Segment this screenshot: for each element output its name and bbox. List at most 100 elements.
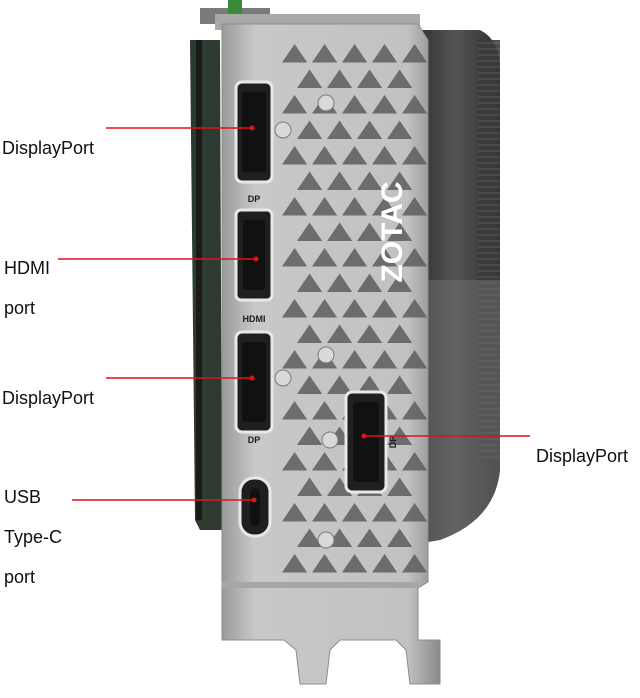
vent-cutout bbox=[297, 273, 323, 292]
vent-cutout bbox=[327, 171, 353, 190]
callout-hdmi-port: HDMI port bbox=[4, 258, 50, 318]
vent-cutout bbox=[282, 197, 308, 216]
vent-cutout bbox=[402, 452, 428, 471]
callout-displayport-2: DisplayPort bbox=[2, 388, 95, 408]
vent-cutout bbox=[372, 44, 398, 63]
vent-cutout bbox=[327, 120, 353, 139]
vent-cutout bbox=[402, 197, 428, 216]
vent-cutout bbox=[342, 554, 368, 573]
vent-cutout bbox=[327, 273, 353, 292]
vent-cutout bbox=[282, 248, 308, 267]
leader-lines bbox=[58, 125, 530, 503]
port-usb-type-c bbox=[238, 476, 272, 538]
vent-cutout bbox=[327, 477, 353, 496]
stamp-dp-1: DP bbox=[248, 194, 261, 204]
vent-cutout bbox=[342, 44, 368, 63]
vent-cutout bbox=[402, 401, 428, 420]
vent-cutout bbox=[357, 528, 383, 547]
vent-cutout bbox=[282, 503, 308, 522]
vent-cutout bbox=[387, 477, 413, 496]
vent-cutout bbox=[297, 375, 323, 394]
vent-cutout bbox=[357, 324, 383, 343]
vent-cutout bbox=[282, 299, 308, 318]
vent-cutout bbox=[342, 146, 368, 165]
vent-cutout bbox=[372, 554, 398, 573]
vent-cutout bbox=[297, 324, 323, 343]
vent-cutout bbox=[312, 44, 338, 63]
vent-cutout bbox=[357, 222, 383, 241]
vent-cutout bbox=[282, 146, 308, 165]
vent-cutout bbox=[402, 554, 428, 573]
vent-cutout bbox=[402, 146, 428, 165]
vent-cutout bbox=[372, 299, 398, 318]
vent-cutout bbox=[282, 452, 308, 471]
vent-cutout bbox=[297, 120, 323, 139]
port-displayport-1 bbox=[234, 80, 274, 184]
vent-cutout bbox=[387, 120, 413, 139]
vent-cutout bbox=[297, 222, 323, 241]
stamp-dp-3: DP bbox=[388, 436, 398, 449]
vent-cutout bbox=[357, 171, 383, 190]
brand-logo-text: ZOTAC bbox=[376, 181, 409, 282]
vent-cutout bbox=[357, 120, 383, 139]
callout-displayport-1: DisplayPort bbox=[2, 138, 95, 158]
vent-cutout bbox=[387, 324, 413, 343]
vent-cutout bbox=[372, 146, 398, 165]
vent-cutout bbox=[282, 44, 308, 63]
vent-cutout bbox=[312, 197, 338, 216]
vent-cutout bbox=[327, 375, 353, 394]
vent-cutout bbox=[387, 222, 413, 241]
vent-cutout bbox=[372, 248, 398, 267]
vent-cutout bbox=[342, 503, 368, 522]
vent-cutout bbox=[327, 222, 353, 241]
vent-cutout bbox=[342, 197, 368, 216]
vent-cutout bbox=[402, 350, 428, 369]
heatsink-shroud bbox=[410, 30, 500, 545]
vent-cutout bbox=[312, 401, 338, 420]
vent-cutout bbox=[402, 44, 428, 63]
vent-cutout bbox=[357, 273, 383, 292]
port-displayport-3 bbox=[344, 390, 388, 494]
vent-cutout bbox=[387, 273, 413, 292]
vent-cutout bbox=[402, 503, 428, 522]
vent-cutout bbox=[387, 375, 413, 394]
vent-cutout bbox=[282, 401, 308, 420]
vent-cutout bbox=[372, 197, 398, 216]
vent-cutout bbox=[402, 95, 428, 114]
vent-cutout bbox=[357, 69, 383, 88]
vent-cutout bbox=[297, 528, 323, 547]
vent-cutout bbox=[282, 95, 308, 114]
screw-holes bbox=[274, 94, 339, 549]
vent-cutout bbox=[342, 299, 368, 318]
vent-cutout bbox=[312, 554, 338, 573]
port-hdmi bbox=[234, 208, 274, 302]
vent-cutout bbox=[357, 375, 383, 394]
vent-cutout bbox=[402, 299, 428, 318]
vent-cutout bbox=[327, 69, 353, 88]
vent-cutout bbox=[372, 95, 398, 114]
vent-cutout bbox=[402, 248, 428, 267]
vent-cutout bbox=[282, 554, 308, 573]
stamp-hdmi: HDMI bbox=[243, 314, 266, 324]
vent-cutout bbox=[327, 324, 353, 343]
stamp-dp-2: DP bbox=[248, 435, 261, 445]
vent-cutout bbox=[342, 95, 368, 114]
vent-cutout bbox=[297, 171, 323, 190]
vent-cutout bbox=[312, 248, 338, 267]
vent-cutout bbox=[387, 171, 413, 190]
vent-cutout bbox=[312, 452, 338, 471]
vent-cutout bbox=[297, 426, 323, 445]
vent-cutout bbox=[387, 69, 413, 88]
vent-cutout bbox=[297, 477, 323, 496]
callout-displayport-3: DisplayPort bbox=[536, 446, 629, 466]
vent-cutout bbox=[372, 350, 398, 369]
vent-cutout bbox=[282, 350, 308, 369]
vent-cutout bbox=[312, 146, 338, 165]
callout-usb-type-c-port: USB Type-C port bbox=[4, 487, 63, 587]
vent-cutout bbox=[342, 248, 368, 267]
vent-cutout bbox=[342, 350, 368, 369]
vent-cutout bbox=[372, 503, 398, 522]
vent-cutout bbox=[312, 503, 338, 522]
vent-cutout bbox=[297, 69, 323, 88]
